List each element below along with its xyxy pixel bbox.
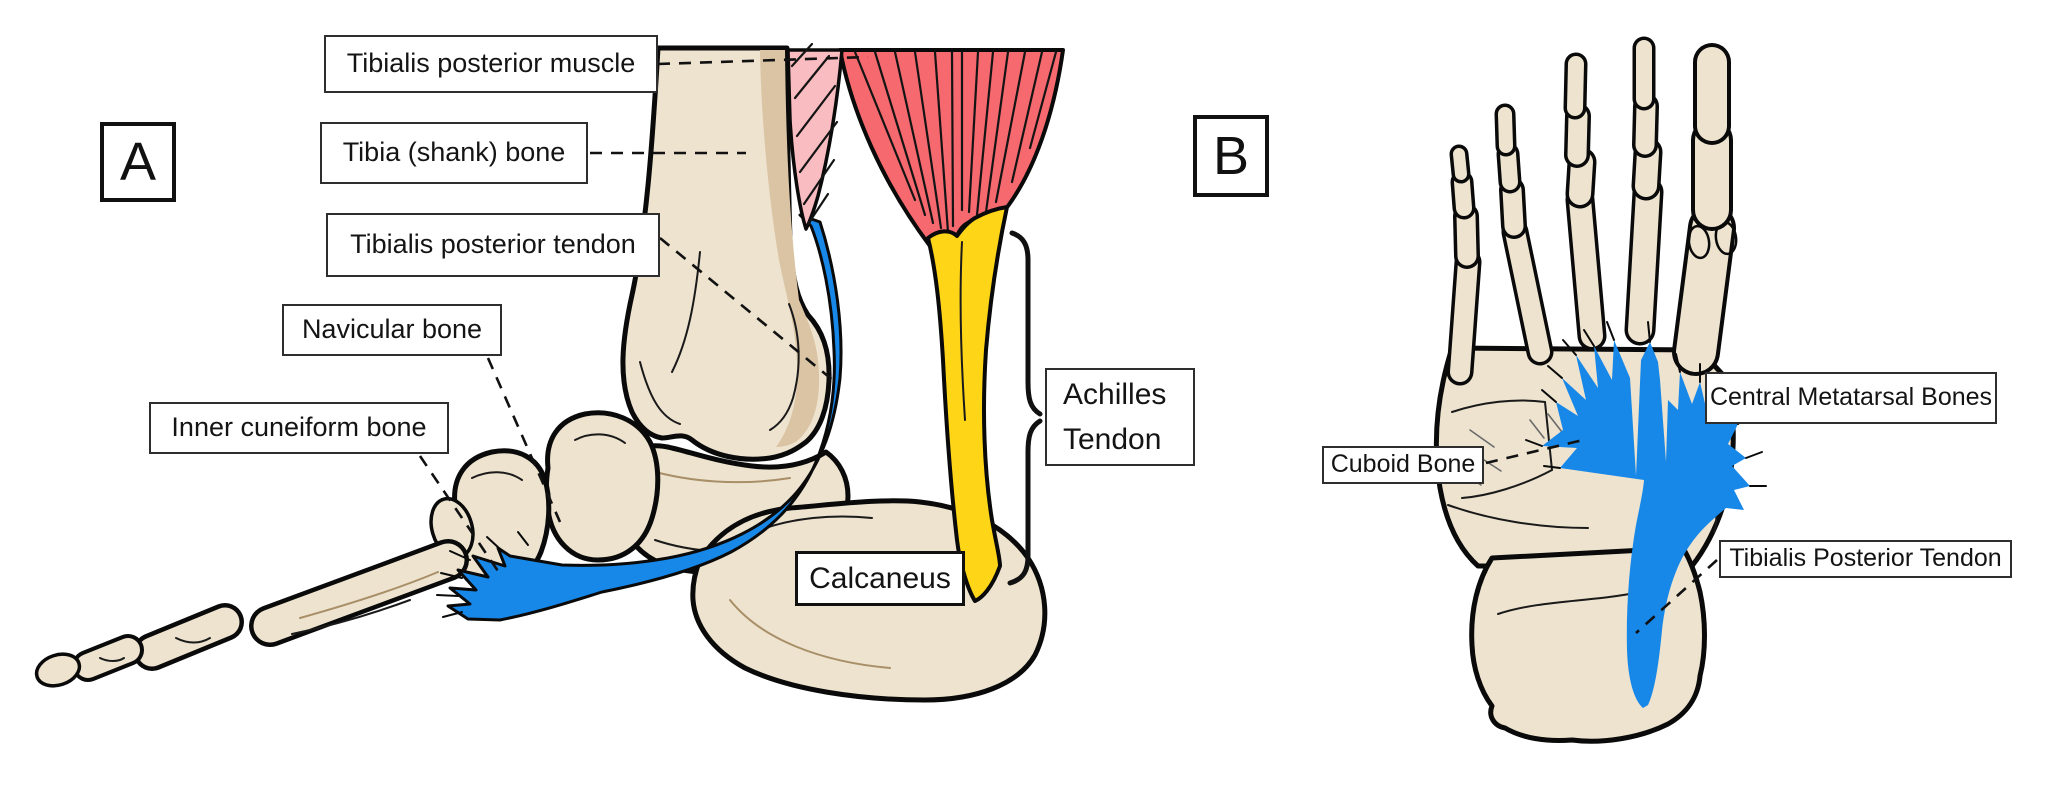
achilles-tendon-shape [926, 205, 1009, 603]
panel-a-drawing [34, 42, 1065, 703]
metatarsal-bone [249, 496, 475, 647]
label-central-metatarsal-bones: Central Metatarsal Bones [1705, 372, 1997, 424]
label-cuboid-bone: Cuboid Bone [1322, 446, 1484, 484]
cuneiform-bone [449, 448, 552, 590]
panel-b-connectors [1485, 438, 1718, 634]
metatarsal-bones-b [1446, 176, 1738, 386]
deep-muscle-hatched-shape [786, 42, 844, 231]
label-inner-cuneiform-bone: Inner cuneiform bone [149, 402, 449, 454]
toe-phalanges [34, 603, 244, 688]
navicular-bone [544, 410, 661, 563]
label-tibia-shank-bone: Tibia (shank) bone [320, 122, 588, 184]
panel-a-tag: A [100, 122, 176, 202]
label-calcaneus: Calcaneus [795, 551, 965, 606]
panel-a-connectors [418, 55, 869, 575]
panel-b-drawing [1433, 36, 1767, 744]
tibialis-posterior-tendon-shape [436, 213, 843, 622]
label-tibialis-posterior-tendon: Tibialis posterior tendon [326, 213, 660, 277]
tibialis-posterior-muscle-shape [838, 48, 1065, 248]
panel-b-tag: B [1193, 115, 1269, 197]
toe-bones-b [1449, 36, 1733, 269]
label-navicular-bone: Navicular bone [282, 304, 502, 356]
achilles-bracket [1007, 230, 1043, 586]
label-achilles-tendon: Achilles Tendon [1045, 368, 1195, 466]
label-tibialis-posterior-tendon-b: Tibialis Posterior Tendon [1719, 540, 2012, 578]
achilles-line-1: Achilles [1063, 378, 1167, 411]
tibia-bone [620, 45, 832, 462]
label-tibialis-posterior-muscle: Tibialis posterior muscle [324, 35, 658, 93]
achilles-line-2: Tendon [1063, 423, 1162, 456]
tibialis-posterior-tendon-fan [1525, 321, 1767, 708]
